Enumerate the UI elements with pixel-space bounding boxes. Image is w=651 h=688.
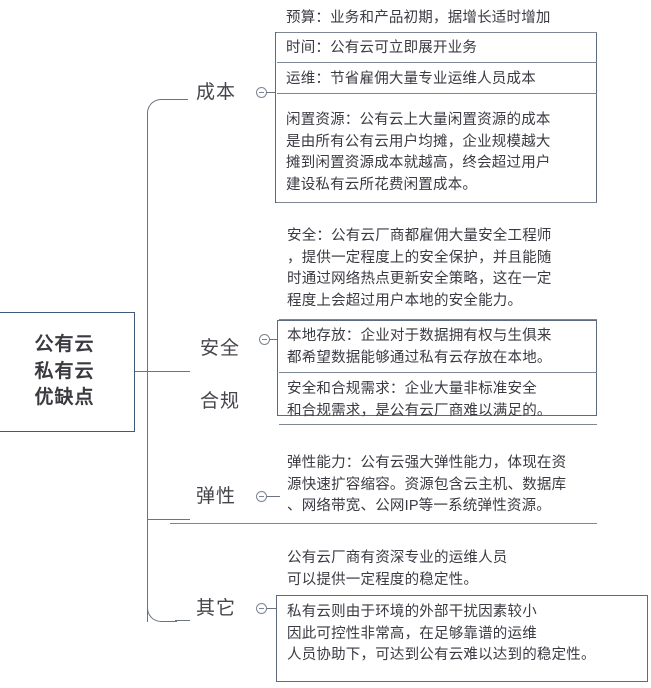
connector-cost-to-children (266, 92, 276, 94)
leaf-cost-idle[interactable]: 闲置资源：公有云上大量闲置资源的成本 是由所有公有云用户均摊，企业规模越大 摊到… (286, 112, 551, 193)
connector-branch-cost (175, 99, 188, 101)
branch-label-elasticity[interactable]: 弹性 (195, 486, 236, 507)
leaf-security-compliance-need[interactable]: 安全和合规需求：企业大量非标准安全 和合规需求，是公有云厂商难以满足的。 (287, 381, 552, 419)
leaf-cost-time[interactable]: 时间：公有云可立即展开业务 (286, 40, 478, 56)
connector-trunk (147, 126, 149, 622)
leaf-rule-cost-budget (277, 32, 597, 34)
connector-branch-others (175, 620, 190, 622)
connector-branch-elasticity (147, 519, 190, 521)
leaf-cost-ops[interactable]: 运维：节省雇佣大量专业运维人员成本 (286, 71, 536, 87)
connector-others-to-children (266, 608, 276, 610)
connector-elbow-others (147, 594, 177, 622)
root-label-line-2: 私有云 (34, 360, 95, 382)
leaf-others-public-ops[interactable]: 公有云厂商有资深专业的运维人员 可以提供一定程度的稳定性。 (287, 550, 508, 588)
root-node[interactable]: 公有云 私有云 优缺点 (0, 312, 135, 432)
leaf-rule-elasticity-capability (170, 523, 597, 525)
connector-security-to-children (269, 339, 278, 341)
leaf-security-local-storage[interactable]: 本地存放：企业对于数据拥有权与生俱来 都希望数据能够通过私有云存放在本地。 (287, 328, 552, 366)
connector-root-stem (135, 371, 149, 373)
leaf-others-private-stability[interactable]: 私有云则由于环境的外部干扰因素较小 因此可控性非常高，在足够靠谱的运维 人员协助… (287, 604, 596, 663)
leaf-rule-security-compliance-need (279, 424, 597, 426)
leaf-rule-security-public-cloud (279, 319, 597, 321)
connector-branch-security (147, 371, 190, 373)
branch-label-cost[interactable]: 成本 (195, 82, 236, 103)
leaf-rule-cost-idle (277, 202, 597, 204)
branch-label-security-compliance[interactable]: 安全 合规 (186, 310, 254, 415)
leaf-elasticity-capability[interactable]: 弹性能力：公有云强大弹性能力，体现在资 源快速扩容缩容。资源包含云主机、数据库 … (287, 455, 567, 514)
group-box-security (277, 320, 597, 416)
branch-label-security-line-2: 合规 (199, 390, 240, 412)
leaf-rule-cost-ops (277, 93, 597, 95)
leaf-rule-cost-time (277, 62, 597, 64)
group-box-others (276, 595, 648, 682)
leaf-security-public-cloud[interactable]: 安全：公有云厂商都雇佣大量安全工程师 ，提供一定程度上的安全保护，并且能随 时通… (287, 228, 552, 309)
connector-elbow-cost (147, 99, 177, 127)
branch-label-others[interactable]: 其它 (195, 598, 236, 619)
branch-label-security-line-1: 安全 (199, 338, 240, 360)
root-label-line-1: 公有云 (34, 333, 95, 355)
leaf-cost-budget[interactable]: 预算：业务和产品初期，据增长适时增加 (286, 10, 551, 26)
leaf-rule-security-local-storage (279, 372, 597, 374)
root-label-line-3: 优缺点 (34, 387, 95, 409)
connector-elasticity-to-children (266, 496, 280, 498)
